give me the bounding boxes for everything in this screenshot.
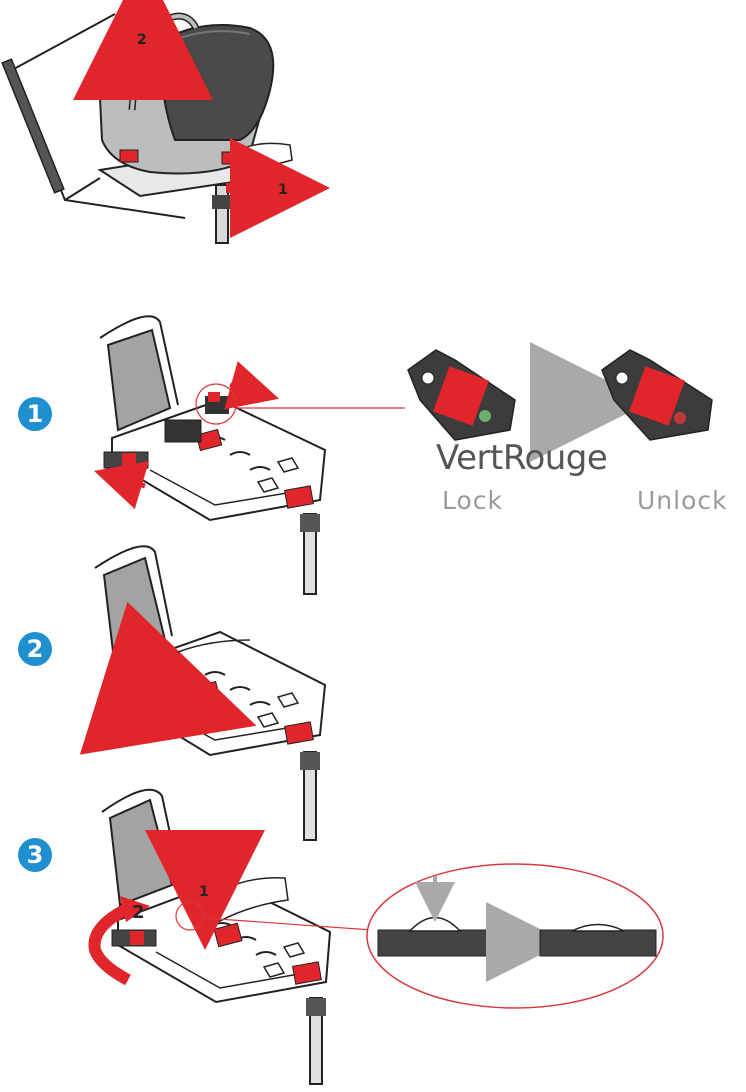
step-1-badge: 1 [18,397,52,431]
step-3-badge: 3 [18,838,52,872]
unlock-label: Unlock [637,486,728,515]
color-indicator-text: VertRouge [436,438,608,478]
step2-base-illustration [79,545,327,841]
step3-base-illustration [88,788,373,1085]
press-arrow-number: 1 [199,884,209,900]
press-indicator-closeup [366,863,664,1009]
top-illustration [1,0,330,244]
rotate-arrow-number: 2 [132,902,145,923]
latch-unlock-closeup [601,349,713,441]
lock-label: Lock [442,486,504,515]
right-arrow-number: 1 [278,182,288,198]
step-2-badge: 2 [18,632,52,666]
step1-base-illustration [94,315,405,595]
up-arrow-number: 2 [137,32,147,48]
latch-lock-closeup [407,349,516,441]
